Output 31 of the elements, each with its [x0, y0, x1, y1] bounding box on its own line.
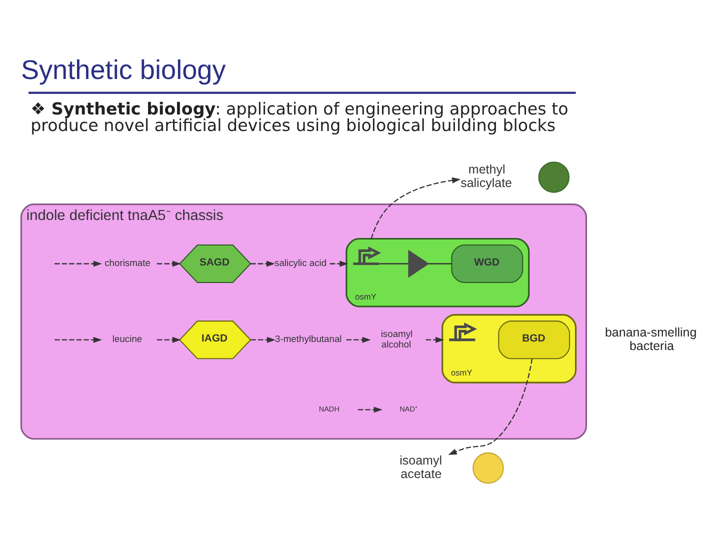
- arrow: [358, 406, 382, 413]
- node-box: BGD: [498, 320, 570, 360]
- arrow: [156, 260, 181, 267]
- node-text: NAD⁺: [400, 404, 417, 414]
- node-text: isoamyl alcohol: [380, 328, 413, 350]
- connector: [428, 263, 452, 264]
- arrow: [250, 336, 276, 343]
- arrow: [54, 260, 102, 267]
- connector: [380, 263, 409, 264]
- label: ❖ Synthetic biology: application of engineering approaches to produce novel artificial devices using biological building blocks: [30, 99, 568, 136]
- node-text: chorismate: [104, 258, 150, 268]
- arrow: [330, 260, 348, 267]
- arrow: [426, 336, 444, 343]
- arrow: [250, 260, 276, 267]
- node-text: methyl salicylate: [460, 162, 512, 190]
- label: banana-smelling bacteria: [604, 325, 697, 353]
- diagram-title: Synthetic biology: [20, 54, 226, 86]
- node-text: isoamyl acetate: [400, 454, 442, 482]
- node-circle: [538, 162, 570, 193]
- arrow: [448, 358, 533, 455]
- node-box: WGD: [451, 244, 524, 284]
- arrow: [346, 336, 371, 343]
- arrow: [156, 336, 181, 343]
- node-text: 3-methylbutanal: [275, 334, 342, 344]
- node-circle: [472, 452, 504, 484]
- node-text: leucine: [112, 334, 142, 344]
- node-text: NADH: [318, 404, 340, 414]
- arrow: [54, 336, 102, 343]
- node-triangle: [408, 250, 430, 278]
- node-text: salicylic acid: [274, 258, 327, 268]
- arrow: [370, 177, 461, 239]
